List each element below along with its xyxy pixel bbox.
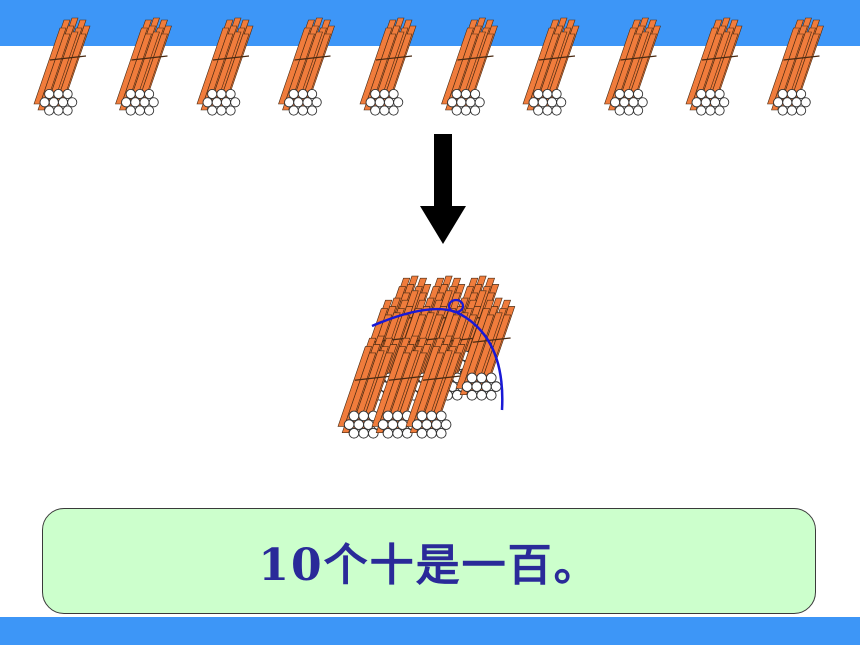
stick-bundle-ends [773, 88, 811, 116]
hundred-bundle [337, 275, 516, 439]
stick-bundle-ends [39, 88, 78, 116]
ten-stick-bundle [522, 17, 580, 116]
down-arrow-icon [420, 134, 466, 244]
stick-bundle-ends [528, 88, 567, 116]
tie-knot [447, 298, 465, 314]
ten-stick-bundle [359, 17, 417, 116]
stick-bundle-sticks [405, 335, 466, 434]
stick-bundle-ends [411, 410, 452, 439]
stick-bundle-ends [461, 372, 502, 401]
ten-stick-bundle [685, 17, 743, 116]
stick-bundle-ends [284, 88, 322, 116]
ten-stick-bundle [455, 297, 516, 401]
stick-bundle-ends [202, 88, 241, 116]
ten-stick-bundle [278, 17, 335, 116]
ten-stick-bundle [115, 17, 172, 116]
stick-bundle-ends [365, 88, 404, 116]
ten-stick-bundle [337, 335, 398, 439]
bottom-band [0, 617, 860, 645]
ten-stick-bundle [371, 335, 432, 439]
ten-stick-bundle [33, 17, 91, 116]
stick-bundle-ends [447, 88, 485, 116]
caption-box: 10个十是一百。 [42, 508, 816, 614]
stick-bundle-ends [121, 88, 159, 116]
ten-bundles-row [33, 17, 824, 116]
ten-stick-bundle [196, 17, 254, 116]
stick-bundle-sticks [371, 335, 432, 434]
stick-bundle-sticks [359, 17, 417, 111]
ten-stick-bundle [405, 335, 466, 439]
ten-stick-bundle [767, 17, 824, 116]
ten-stick-bundle [604, 17, 661, 116]
stick-bundle-sticks [604, 17, 661, 111]
stick-bundle-ends [610, 88, 648, 116]
ten-stick-bundle [441, 17, 498, 116]
stick-bundle-ends [691, 88, 730, 116]
caption-text: 10个十是一百。 [258, 540, 600, 591]
